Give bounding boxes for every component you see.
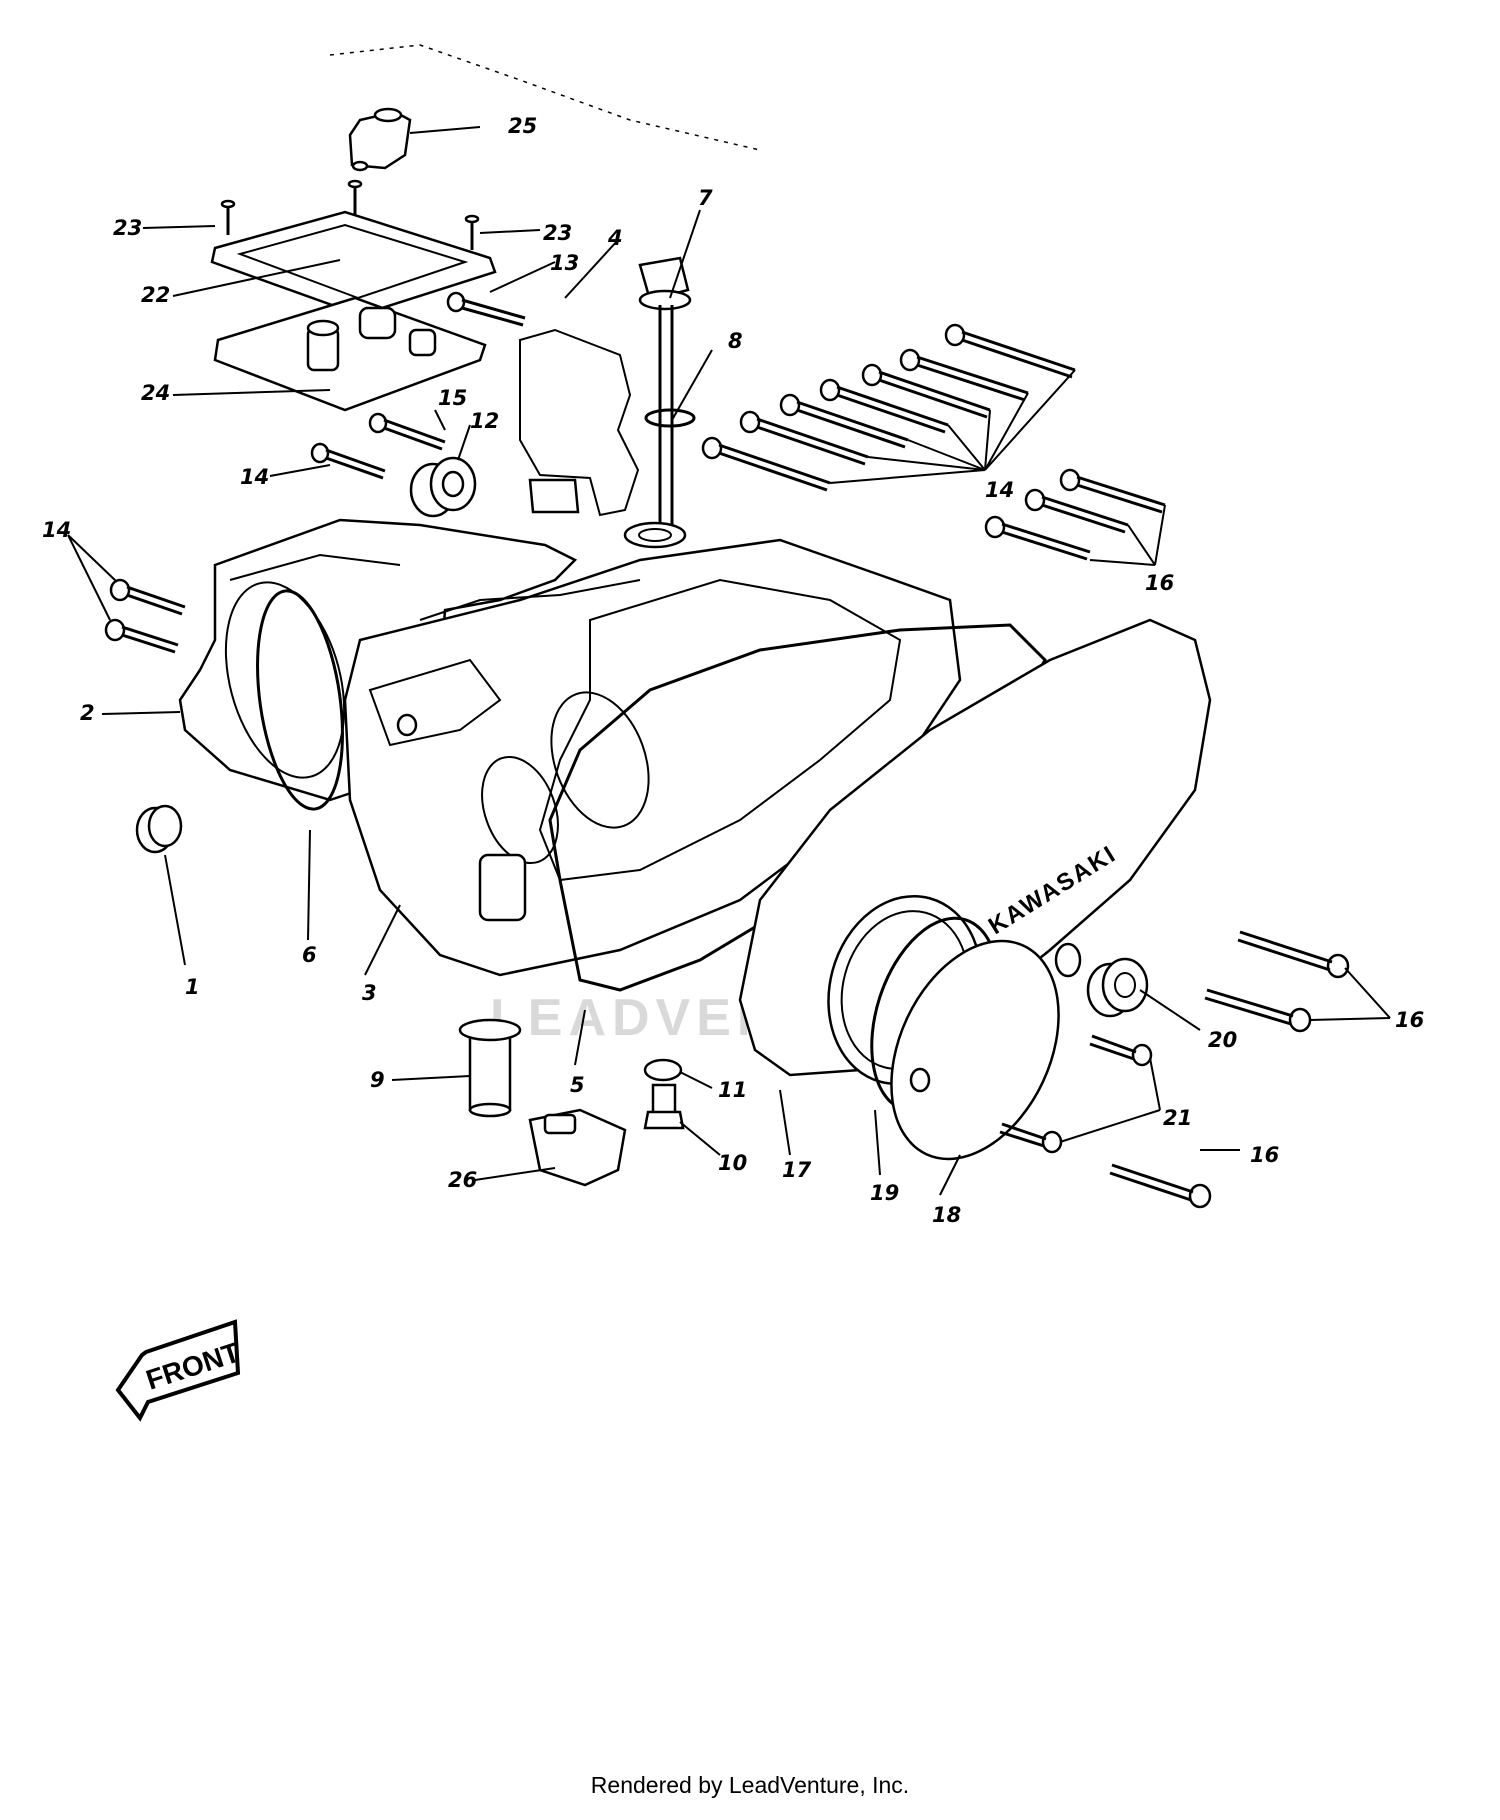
callout-14: 14 (42, 518, 71, 542)
callout-15: 15 (438, 386, 467, 410)
callout-23: 23 (113, 216, 142, 240)
part-21-bolts (999, 1034, 1161, 1154)
callout-22: 22 (141, 283, 170, 307)
callout-12: 12 (470, 409, 499, 433)
callout-17: 17 (782, 1158, 812, 1182)
part-1-plug (135, 804, 183, 854)
callout-18: 18 (932, 1203, 961, 1227)
callout-13: 13 (550, 251, 579, 275)
part-14-bolts-group (701, 323, 1076, 492)
callout-16: 16 (1395, 1008, 1424, 1032)
callout-26: 26 (448, 1168, 477, 1192)
callout-19: 19 (870, 1181, 899, 1205)
part-22-gasket (210, 210, 497, 317)
callout-4: 4 (607, 226, 623, 250)
part-16-bolts-upper (984, 468, 1166, 566)
callout-9: 9 (370, 1068, 385, 1092)
callout-7: 7 (698, 186, 713, 210)
callout-6: 6 (302, 943, 317, 967)
footer-credit: Rendered by LeadVenture, Inc. (590, 1772, 910, 1798)
part-8-o-ring (644, 408, 696, 428)
callout-25: 25 (508, 114, 537, 138)
callout-10: 10 (718, 1151, 747, 1175)
part-3-crankcase (343, 521, 962, 977)
part-14-bolt-single (310, 442, 386, 480)
part-16-bolt-lowest (1109, 1163, 1212, 1209)
callout-20: 20 (1208, 1028, 1237, 1052)
part-25-cap (348, 107, 412, 172)
part-24-plate (213, 296, 487, 412)
part-18-round-cover (890, 939, 1060, 1161)
callout-14: 14 (985, 478, 1014, 502)
part-14-bolts-left (67, 534, 186, 654)
part-10-drain-plug (643, 1083, 685, 1130)
callout-5: 5 (570, 1073, 585, 1097)
callout-11: 11 (718, 1078, 747, 1102)
callout-14: 14 (240, 465, 269, 489)
callout-leader-lines (101, 126, 1240, 1196)
part-6-o-ring (256, 589, 344, 811)
part-9-sleeve (458, 1018, 522, 1118)
part-7-oil-filler-cap (638, 256, 692, 530)
callout-16: 16 (1145, 571, 1174, 595)
front-arrow: FRONT (115, 1319, 244, 1422)
reference-dashed-line (329, 44, 761, 151)
callout-23: 23 (543, 221, 572, 245)
part-20-oil-seal (1086, 957, 1149, 1018)
callout-labels: 25 23 23 22 13 4 7 8 24 15 12 14 14 14 1… (42, 114, 1424, 1227)
part-26-block (528, 1108, 627, 1187)
part-4-cover-gasket (519, 328, 640, 517)
callout-8: 8 (728, 329, 743, 353)
part-5-gasket (548, 623, 1047, 992)
callout-3: 3 (362, 981, 377, 1005)
callout-21: 21 (1163, 1106, 1192, 1130)
callout-24: 24 (141, 381, 170, 405)
callout-16: 16 (1250, 1143, 1279, 1167)
part-13-bolt (446, 291, 526, 327)
callout-1: 1 (185, 975, 200, 999)
callout-2: 2 (80, 701, 95, 725)
part-11-washer (643, 1058, 683, 1082)
part-15-bolt (368, 412, 446, 451)
part-4-tube (528, 478, 580, 514)
part-12-bearing (409, 456, 477, 518)
part-16-bolts-lower (1204, 930, 1391, 1033)
